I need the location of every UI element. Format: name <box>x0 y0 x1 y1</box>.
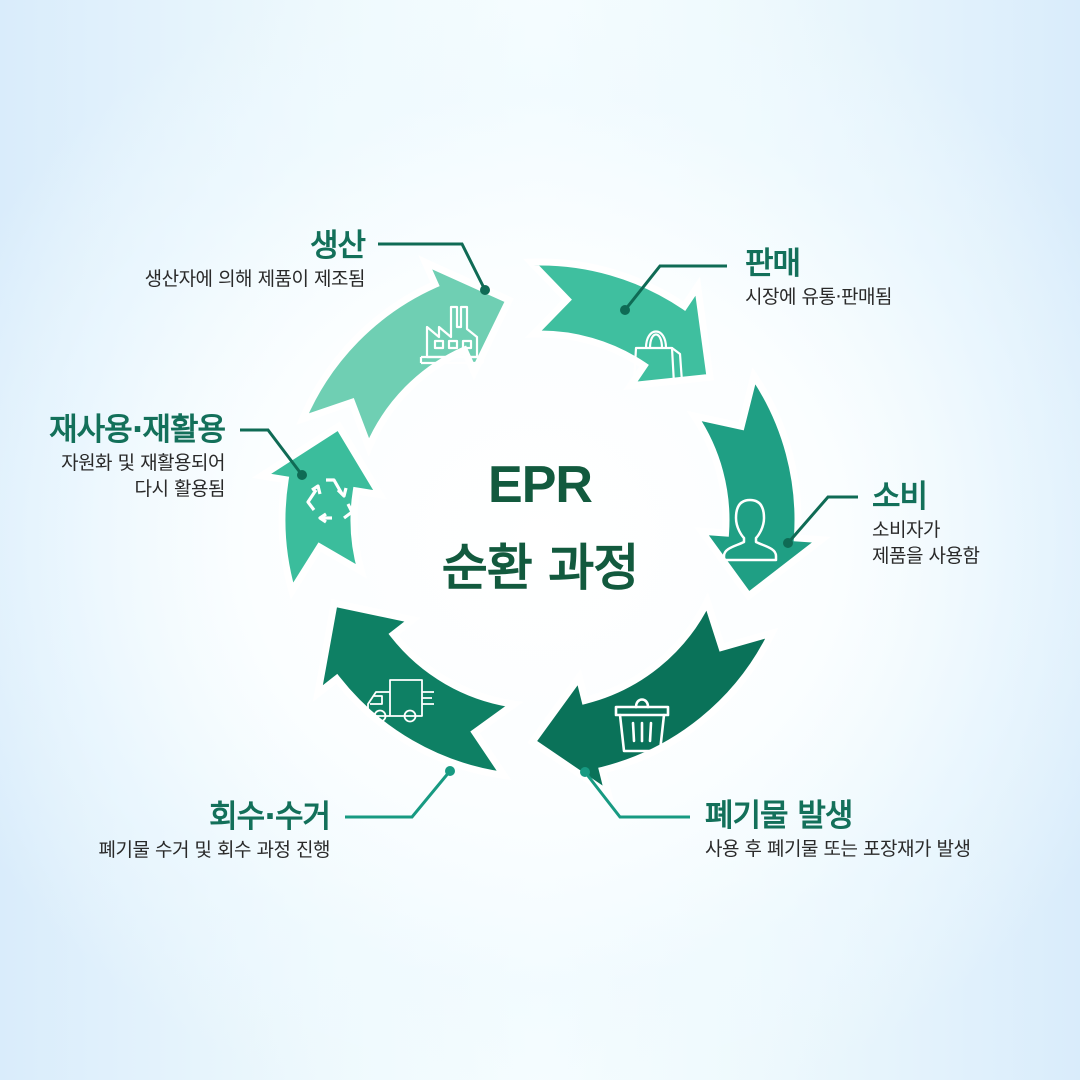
stage-desc: 자원화 및 재활용되어 <box>61 452 225 474</box>
trash-can-icon <box>614 698 670 753</box>
stage-title: 재사용·재활용 <box>49 412 226 448</box>
stage-desc: 시장에 유통·판매됨 <box>745 286 892 308</box>
stage-label-production: 생산 생산자에 의해 제품이 제조됨 <box>144 226 366 292</box>
stage-label-sales: 판매 시장에 유통·판매됨 <box>745 244 892 310</box>
leader-lines <box>240 242 858 819</box>
stage-title: 판매 <box>745 246 801 282</box>
stage-label-collection: 회수·수거 폐기물 수거 및 회수 과정 진행 <box>98 797 331 863</box>
stage-desc: 사용 후 폐기물 또는 포장재가 발생 <box>705 838 971 860</box>
arrow-segment-collection <box>312 598 524 781</box>
leader-dot-collection <box>445 766 455 776</box>
center-title-ko: 순환 과정 <box>441 539 639 597</box>
stage-icons <box>306 305 778 753</box>
shopping-bag-icon <box>632 330 684 386</box>
leader-line-waste <box>583 771 690 819</box>
cycle-ring <box>251 255 831 802</box>
leader-dot-recycle <box>297 470 307 480</box>
leader-line-production <box>378 242 487 291</box>
stage-desc: 생산자에 의해 제품이 제조됨 <box>144 268 366 290</box>
stage-desc: 제품을 사용함 <box>872 545 980 567</box>
leader-dot-sales <box>620 305 630 315</box>
center-title-en: EPR <box>488 456 593 514</box>
stage-desc: 다시 활용됨 <box>134 478 226 500</box>
stage-desc: 폐기물 수거 및 회수 과정 진행 <box>98 839 331 861</box>
stage-desc: 소비자가 <box>872 519 940 541</box>
arrow-segment-recycle <box>251 421 387 600</box>
stage-title: 생산 <box>309 228 366 264</box>
arrow-segment-consumption <box>686 367 831 601</box>
stage-title: 회수·수거 <box>209 799 331 835</box>
arrow-segment-sales <box>523 258 715 390</box>
stage-title: 소비 <box>872 479 928 515</box>
leader-line-recycle <box>240 428 304 476</box>
leader-line-consumption <box>786 495 858 544</box>
arrow-segment-waste <box>527 592 779 802</box>
leader-dot-production <box>480 285 490 295</box>
user-icon <box>722 498 778 562</box>
delivery-truck-icon <box>367 679 434 723</box>
recycle-icon <box>306 478 354 524</box>
stage-title: 폐기물 발생 <box>705 798 853 834</box>
leader-dot-consumption <box>783 538 793 548</box>
factory-icon <box>419 305 485 365</box>
stage-label-recycle: 재사용·재활용 자원화 및 재활용되어 다시 활용됨 <box>49 410 226 502</box>
stage-label-waste: 폐기물 발생 사용 후 폐기물 또는 포장재가 발생 <box>705 796 971 862</box>
leader-line-sales <box>623 264 727 311</box>
leader-line-collection <box>345 770 452 819</box>
stage-label-consumption: 소비 소비자가 제품을 사용함 <box>872 477 980 569</box>
leader-dot-waste <box>580 767 590 777</box>
